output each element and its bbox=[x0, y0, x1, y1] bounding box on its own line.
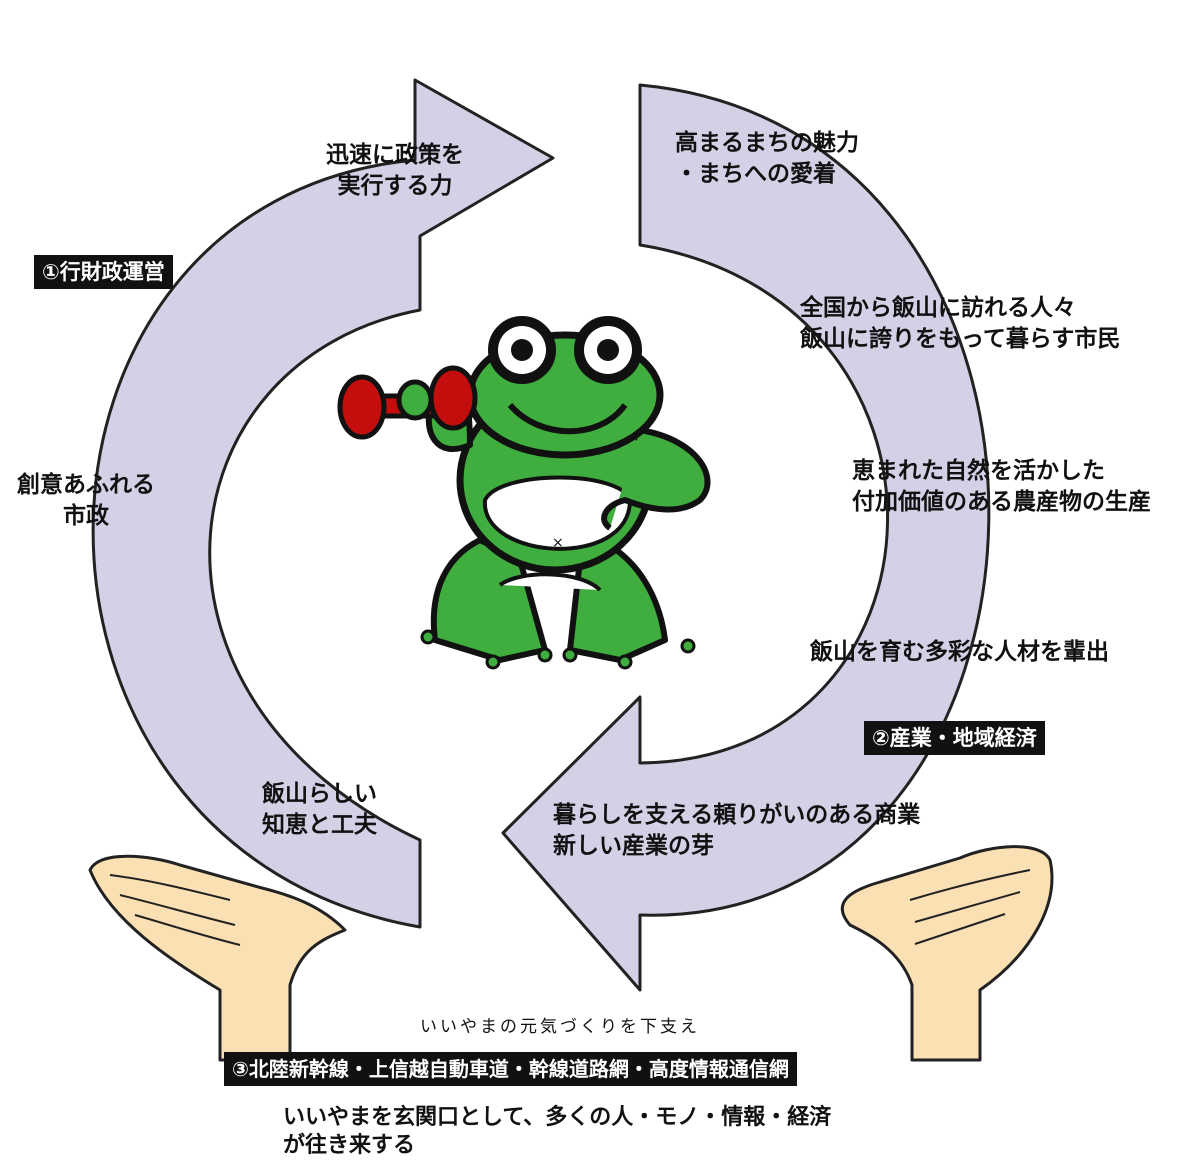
visitors-text: 全国から飯山に訪れる人々 飯山に誇りをもって暮らす市民 bbox=[800, 295, 1121, 352]
dumbbell-icon bbox=[337, 365, 478, 440]
cycle-arrow-right bbox=[501, 83, 991, 992]
people-text: 飯山を育む多彩な人材を輩出 bbox=[810, 639, 1109, 665]
svg-text:×: × bbox=[552, 535, 564, 551]
support-caption: いいやまの元気づくりを下支え bbox=[420, 1017, 700, 1037]
policy-text: 迅速に政策を 実行する力 bbox=[326, 142, 464, 199]
wisdom-text: 飯山らしい 知恵と工夫 bbox=[262, 781, 377, 838]
gateway-text: いいやまを玄関口として、多くの人・モノ・情報・経済 が往き来する bbox=[283, 1105, 832, 1158]
right-hand-icon bbox=[840, 845, 1054, 1062]
industry-label: ②産業・地域経済 bbox=[864, 721, 1045, 755]
left-hand-icon bbox=[88, 854, 347, 1062]
cycle-arrow-left bbox=[91, 78, 555, 929]
nature-text: 恵まれた自然を活かした 付加価値のある農産物の生産 bbox=[852, 458, 1151, 515]
creative-text: 創意あふれる 市政 bbox=[17, 472, 155, 529]
infrastructure-label: ③北陸新幹線・上信越自動車道・幹線道路網・高度情報通信網 bbox=[224, 1052, 797, 1086]
admin-label: ①行財政運営 bbox=[34, 255, 173, 289]
charm-text: 高まるまちの魅力 ・まちへの愛着 bbox=[675, 130, 859, 187]
commerce-text: 暮らしを支える頼りがいのある商業 新しい産業の芽 bbox=[553, 802, 921, 859]
